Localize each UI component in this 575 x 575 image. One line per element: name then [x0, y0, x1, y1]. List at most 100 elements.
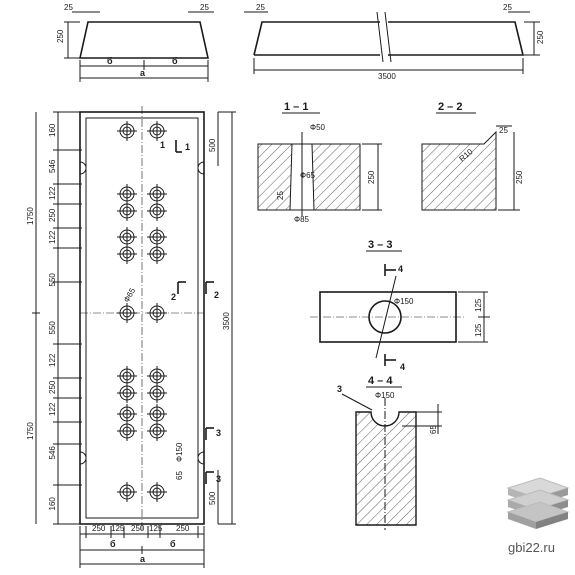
plan-hole: [117, 201, 137, 221]
side-elevation: 25 25 250 3500: [244, 3, 545, 81]
end-elev-a: a: [140, 68, 146, 78]
plan-hole: [147, 482, 167, 502]
cut-label: 1: [185, 142, 190, 152]
plan-left-dim: 546: [48, 159, 57, 173]
section-4-hole: Ф150: [375, 391, 395, 400]
side-elevation-outline: [253, 21, 525, 56]
section-3-dim-a: 125: [474, 298, 483, 312]
section-1-d-mid: Ф65: [300, 171, 316, 180]
plan-right-dim: 3500: [222, 312, 231, 330]
plan-hole: [147, 303, 167, 323]
section-3-cut-top: 4: [398, 264, 403, 274]
section-4-depth: 65: [429, 425, 438, 434]
edge-notch: [197, 451, 205, 465]
section-1-d-bot: Ф85: [294, 215, 310, 224]
watermark-text: gbi22.ru: [508, 540, 555, 555]
section-2-chamfer: 25: [499, 126, 508, 135]
cut-marks: 1 1 2 2 3 3: [160, 140, 221, 484]
plan-hole: [117, 482, 137, 502]
side-elev-right-chamfer: 25: [503, 3, 512, 12]
end-elev-right-chamfer: 25: [200, 3, 209, 12]
section-4-callout: 3: [337, 384, 342, 394]
plan-hole-label-2: Ф150: [175, 442, 184, 462]
section-1-1: 1 – 1 Ф50 Ф65 Ф85 25 250: [257, 101, 382, 224]
plan-view: Ф65 Ф150 65 1 1 2 2 3 3 1605461222501225…: [26, 106, 236, 568]
section-3-dim-b: 125: [474, 323, 483, 337]
end-elevation-outline: [79, 21, 209, 59]
plan-left-dim: 122: [48, 402, 57, 416]
plan-hole-label: Ф65: [122, 286, 138, 304]
plan-bottom-dim: 125: [149, 524, 163, 533]
plan-left-total: 1750: [26, 207, 35, 225]
plan-left-dim: 250: [48, 208, 57, 222]
edge-notch: [197, 161, 205, 175]
section-2-height: 250: [515, 170, 524, 184]
plan-left-dim: 550: [48, 273, 57, 287]
plan-bottom-b: б: [110, 539, 116, 549]
plan-bottom-b: б: [170, 539, 176, 549]
plan-left-dim: 122: [48, 186, 57, 200]
plan-hole-depth: 65: [175, 471, 184, 480]
cut-label: 1: [160, 140, 165, 150]
section-4-4: 4 – 4 Ф150 3 65: [337, 375, 442, 530]
cut-label: 2: [214, 290, 219, 300]
section-1-title: 1 – 1: [284, 101, 308, 113]
section-3-hole: [368, 300, 402, 334]
end-elevation: 250 25 25 б б a: [56, 3, 214, 82]
cut-label: 2: [171, 292, 176, 302]
plan-left-dim: 550: [48, 321, 57, 335]
section-1-small: 25: [276, 191, 285, 200]
plan-hole: [117, 383, 137, 403]
section-3-title: 3 – 3: [368, 239, 392, 251]
plan-hole: [117, 421, 137, 441]
plan-left-dim: 122: [48, 353, 57, 367]
watermark-logo: [506, 477, 570, 529]
section-3-3: 3 – 3 Ф150 4 4 125 125: [310, 239, 490, 372]
section-3-cut-bot: 4: [400, 362, 405, 372]
section-4-title: 4 – 4: [368, 375, 393, 387]
plan-hole: [117, 303, 137, 323]
section-3-hole-label: Ф150: [394, 297, 414, 306]
section-1-d-top: Ф50: [310, 123, 326, 132]
plan-bottom-dimensions: 250 125 250 125 250: [85, 524, 199, 538]
plan-left-dim: 122: [48, 230, 57, 244]
plan-bottom-dim: 250: [131, 524, 145, 533]
edge-notch: [79, 161, 87, 175]
end-elev-left-chamfer: 25: [64, 3, 73, 12]
plan-hole: [147, 121, 167, 141]
plan-bottom-a: a: [140, 554, 146, 564]
section-2-title: 2 – 2: [438, 101, 462, 113]
plan-right-dim: 500: [208, 491, 217, 505]
plan-bottom-dim: 250: [176, 524, 190, 533]
plan-hole: [147, 421, 167, 441]
plan-hole: [117, 121, 137, 141]
section-1-height: 250: [367, 170, 376, 184]
plan-bottom-dim: 250: [92, 524, 106, 533]
section-2-2: 2 – 2 25 R10 250: [421, 101, 524, 211]
plan-left-dim: 546: [48, 446, 57, 460]
plan-hole: [117, 244, 137, 264]
plan-left-dim: 160: [48, 497, 57, 511]
plan-bottom-dim: 125: [111, 524, 125, 533]
plan-inner-outline: [85, 117, 199, 519]
plan-hole: [147, 404, 167, 424]
plan-left-total: 1750: [26, 422, 35, 440]
plan-left-dim: 250: [48, 380, 57, 394]
plan-hole: [147, 201, 167, 221]
side-elev-height: 250: [536, 30, 545, 44]
plan-holes: [117, 121, 167, 502]
cut-label: 3: [216, 474, 221, 484]
end-elev-b1: б: [107, 56, 113, 66]
plan-hole: [147, 184, 167, 204]
plan-right-dim: 500: [208, 138, 217, 152]
end-elev-b2: б: [172, 56, 178, 66]
plan-hole: [147, 383, 167, 403]
edge-notch: [79, 451, 87, 465]
end-elev-height: 250: [56, 29, 65, 43]
side-elev-length: 3500: [378, 72, 396, 81]
cut-label: 3: [216, 428, 221, 438]
plan-hole: [147, 244, 167, 264]
side-elev-left-chamfer: 25: [256, 3, 265, 12]
